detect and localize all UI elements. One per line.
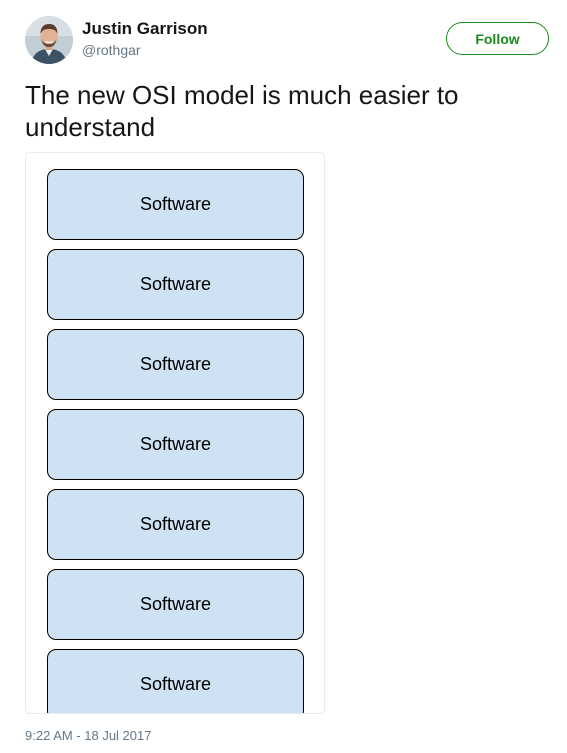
author-handle[interactable]: @rothgar xyxy=(82,42,141,58)
osi-layer-box: Software xyxy=(47,249,304,320)
osi-layer-label: Software xyxy=(139,274,212,294)
osi-layer-label: Software xyxy=(139,514,212,534)
tweet-text: The new OSI model is much easier to unde… xyxy=(25,80,459,142)
osi-layer-label: Software xyxy=(139,594,212,614)
tweet-media-image[interactable]: Software Software Software Software Soft… xyxy=(25,152,325,714)
osi-layer-label: Software xyxy=(139,354,212,374)
osi-layer-box: Software xyxy=(47,329,304,400)
author-name[interactable]: Justin Garrison xyxy=(82,19,208,38)
osi-layer-box: Software xyxy=(47,409,304,480)
osi-layer-label: Software xyxy=(139,674,212,694)
osi-layer-label: Software xyxy=(139,194,212,214)
follow-button[interactable]: Follow xyxy=(446,22,549,55)
profile-photo-icon xyxy=(25,16,73,64)
osi-layer-box: Software xyxy=(47,569,304,640)
osi-layer-label: Software xyxy=(139,434,212,454)
avatar[interactable] xyxy=(25,16,73,64)
osi-layer-box: Software xyxy=(47,169,304,240)
osi-layer-box: Software xyxy=(47,489,304,560)
osi-layer-box: Software xyxy=(47,649,304,713)
tweet-timestamp[interactable]: 9:22 AM - 18 Jul 2017 xyxy=(25,728,152,743)
